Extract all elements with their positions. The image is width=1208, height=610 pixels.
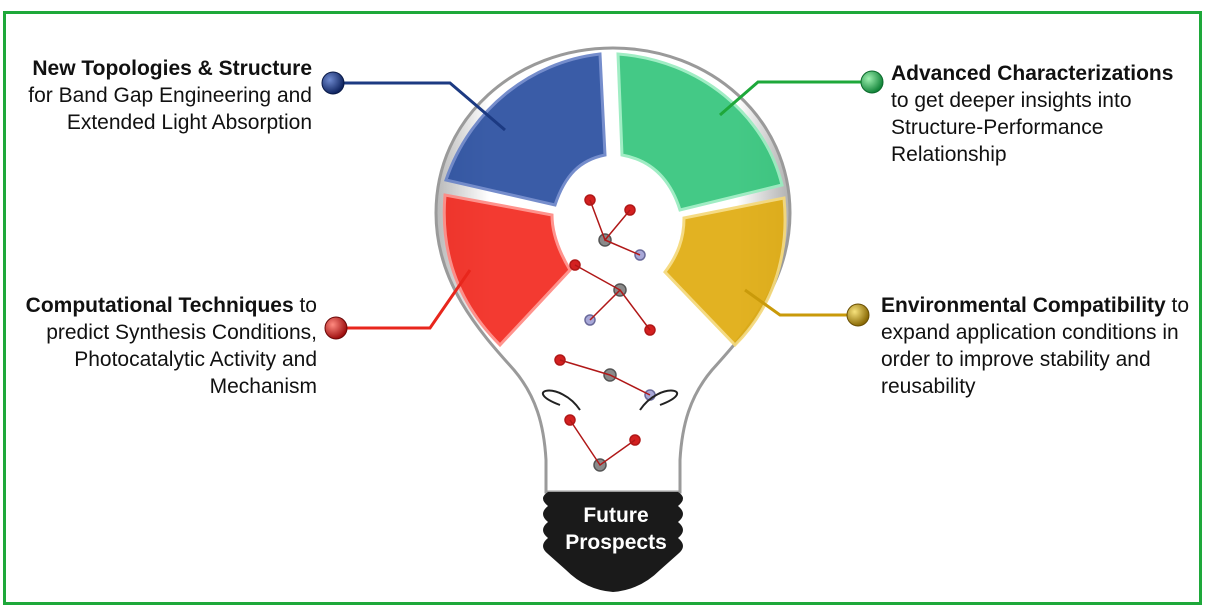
center-label-line-2: Prospects xyxy=(565,531,667,554)
pin-blue-icon xyxy=(321,71,345,95)
connector-yellow xyxy=(744,288,858,317)
prospect-topologies: New Topologies & Structure for Band Gap … xyxy=(20,55,312,136)
prospect-characterizations: Advanced Characterizations to get deeper… xyxy=(891,60,1191,168)
bulb-base xyxy=(543,492,683,592)
pin-yellow-icon xyxy=(846,303,870,327)
prospect-topologies-title: New Topologies & Structure xyxy=(32,57,312,80)
sector-yellow xyxy=(663,196,787,348)
connector-green xyxy=(719,80,872,117)
prospect-characterizations-desc: to get deeper insights into Structure-Pe… xyxy=(891,89,1132,166)
center-label-line-1: Future xyxy=(583,504,649,527)
prospect-environmental: Environmental Compatibility to expand ap… xyxy=(881,292,1199,400)
connector-red xyxy=(336,269,472,330)
connector-blue xyxy=(333,81,506,132)
pin-green-icon xyxy=(860,70,884,94)
prospect-topologies-desc: for Band Gap Engineering and Extended Li… xyxy=(28,84,312,134)
sector-blue xyxy=(444,52,607,207)
prospect-characterizations-title: Advanced Characterizations xyxy=(891,62,1174,85)
prospect-computational-desc: to predict Synthesis Conditions, Photoca… xyxy=(46,294,317,398)
prospect-environmental-desc: to expand application conditions in orde… xyxy=(881,294,1190,398)
molecular-structure xyxy=(542,194,678,472)
pin-red-icon xyxy=(324,316,348,340)
prospect-computational: Computational Techniques to predict Synt… xyxy=(20,292,317,400)
diagram-frame xyxy=(3,11,1202,605)
sector-green xyxy=(616,52,784,212)
sector-red xyxy=(442,193,572,348)
center-label: Future Prospects xyxy=(546,502,686,556)
prospect-environmental-title: Environmental Compatibility xyxy=(881,294,1166,317)
prospect-computational-title: Computational Techniques xyxy=(25,294,294,317)
